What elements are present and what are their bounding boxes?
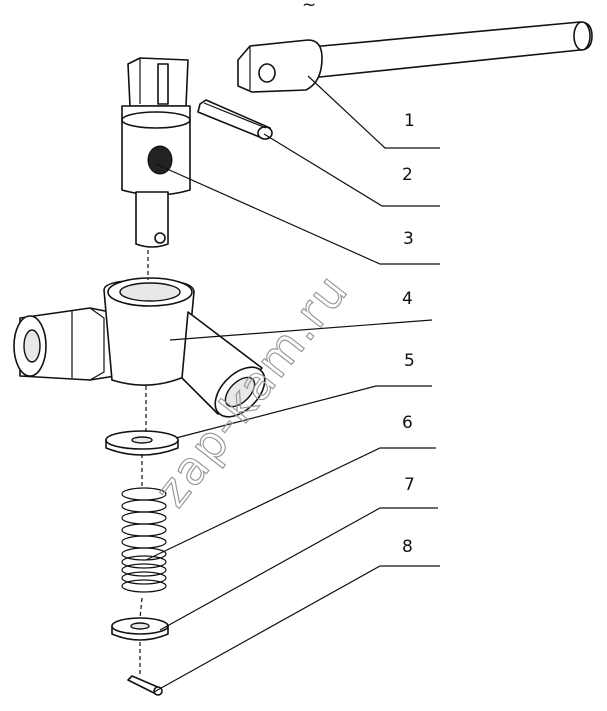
part-1-lever (237, 21, 593, 93)
part-2-pin (197, 99, 273, 140)
leader-3 (155, 163, 440, 265)
callout-4: 4 (402, 289, 413, 309)
callout-1: 1 (404, 111, 415, 131)
part-3-spindle (121, 57, 191, 248)
leader-1 (307, 75, 440, 149)
assembly-axis (139, 250, 149, 676)
leader-6 (145, 447, 436, 561)
leader-lines (145, 75, 440, 693)
callout-7: 7 (404, 475, 415, 495)
callout-labels: 1 2 3 4 5 6 7 8 (402, 111, 415, 557)
callout-8: 8 (402, 537, 413, 557)
top-mark: ~ (302, 0, 316, 15)
callout-3: 3 (403, 229, 414, 249)
leader-4 (169, 319, 433, 341)
part-6-spring (121, 487, 167, 593)
leader-8 (153, 565, 440, 693)
part-4-valve-body (13, 277, 266, 418)
part-7-washer (111, 617, 169, 641)
part-8-cotter-pin (127, 675, 163, 696)
callout-2: 2 (402, 165, 413, 185)
callout-5: 5 (404, 351, 415, 371)
leader-5 (175, 385, 432, 439)
leader-2 (263, 133, 440, 207)
part-5-washer (105, 430, 179, 456)
leader-7 (159, 507, 438, 631)
callout-6: 6 (402, 413, 413, 433)
